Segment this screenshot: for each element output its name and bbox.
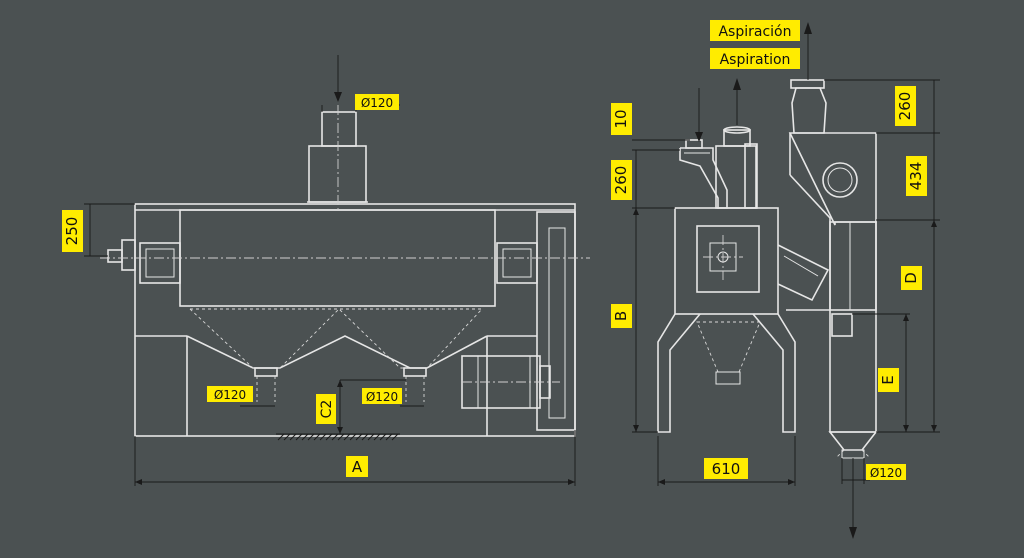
- label-d: D: [901, 266, 922, 290]
- label-434-text: 434: [907, 162, 925, 191]
- side-dimensions: [632, 79, 940, 486]
- label-dia-top-front-text: Ø120: [361, 96, 393, 110]
- side-main-body: [674, 207, 779, 315]
- label-610: 610: [704, 458, 748, 479]
- labels: Aspiración Aspiration Ø120 Ø120 Ø120 Ø12…: [62, 20, 927, 480]
- front-frame-outline: [134, 203, 576, 437]
- label-dia-bottom-mid-text: Ø120: [366, 390, 398, 404]
- label-c2: C2: [316, 394, 336, 424]
- front-left-bearing: [139, 242, 181, 284]
- label-dia-side-bottom: Ø120: [866, 464, 906, 480]
- label-c2-text: C2: [319, 400, 335, 419]
- label-260-top-text: 260: [896, 92, 914, 121]
- label-dia-top-front: Ø120: [355, 94, 399, 110]
- label-434: 434: [906, 156, 927, 196]
- front-inlet-neck: [321, 111, 357, 147]
- label-250: 250: [62, 210, 83, 252]
- label-e-text: E: [879, 375, 897, 384]
- label-260-side: 260: [611, 160, 632, 200]
- label-e: E: [878, 368, 899, 392]
- label-a-text: A: [352, 458, 363, 476]
- label-b-text: B: [612, 311, 630, 321]
- front-view: [100, 105, 590, 441]
- label-aspiration: Aspiration: [710, 48, 800, 69]
- label-aspiration-text: Aspiration: [720, 52, 791, 68]
- label-dia-bottom-mid: Ø120: [362, 388, 402, 404]
- label-dia-bottom-left-text: Ø120: [214, 388, 246, 402]
- aspiration-port: [822, 162, 858, 198]
- label-b: B: [611, 304, 632, 328]
- label-d-text: D: [902, 272, 920, 284]
- label-10: 10: [611, 103, 632, 135]
- label-dia-bottom-left: Ø120: [207, 386, 253, 402]
- label-aspiracion-text: Aspiración: [718, 24, 791, 40]
- label-260-top: 260: [895, 86, 916, 126]
- label-aspiracion: Aspiración: [710, 20, 800, 41]
- label-dia-side-bottom-text: Ø120: [870, 466, 902, 480]
- floor-hatch: [277, 433, 399, 441]
- label-a: A: [346, 456, 368, 477]
- label-10-text: 10: [612, 109, 630, 128]
- label-250-text: 250: [63, 217, 81, 246]
- side-view: [657, 22, 878, 539]
- label-610-text: 610: [712, 460, 741, 478]
- label-260-side-text: 260: [612, 166, 630, 195]
- front-inlet-housing: [308, 145, 367, 203]
- belt-guard: [548, 227, 566, 419]
